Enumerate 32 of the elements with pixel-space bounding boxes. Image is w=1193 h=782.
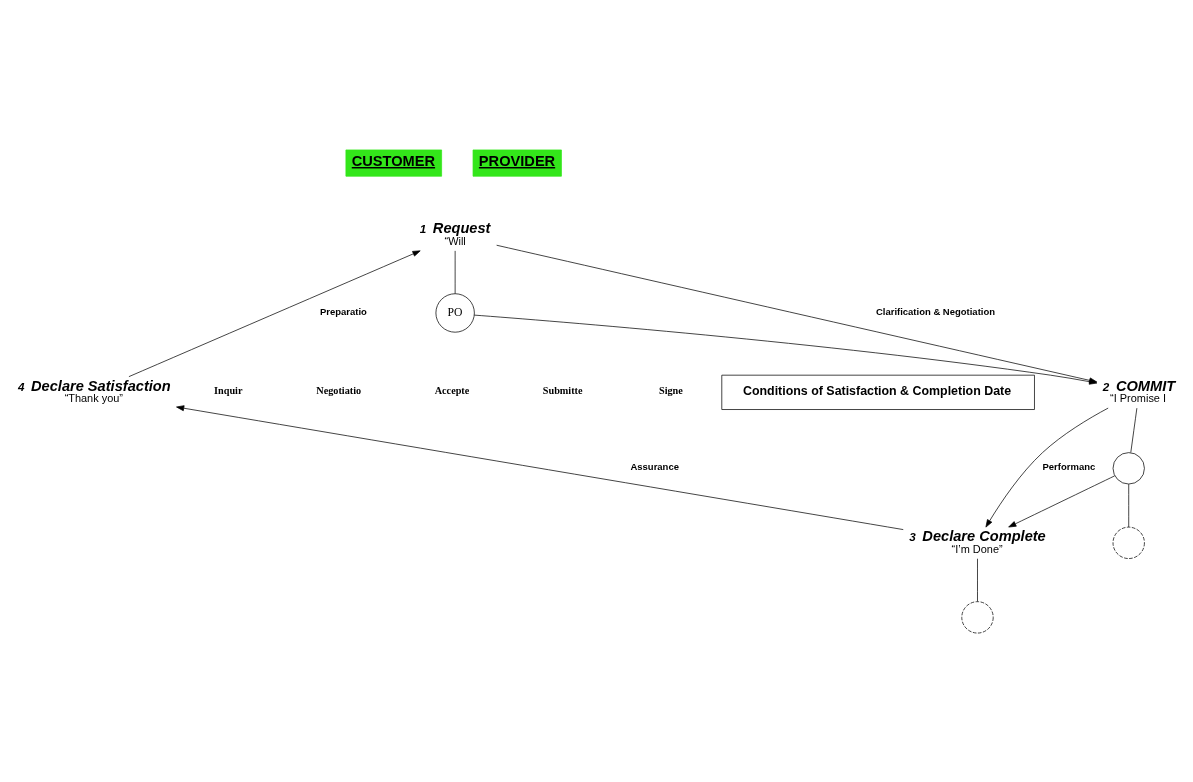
node-text: Declare Satisfaction “Thank you”: [31, 377, 171, 404]
node-circle: [1112, 451, 1145, 484]
connector: [1128, 483, 1130, 527]
node-circle: PO: [435, 292, 475, 333]
node-circle: [1112, 526, 1145, 559]
arrow: [128, 250, 421, 377]
node-box: PROVIDER: [472, 149, 562, 177]
connector: [1130, 407, 1138, 453]
edge-label: Preparatio: [319, 305, 367, 317]
arrow: [176, 404, 904, 530]
connector: [977, 557, 978, 602]
node-label: 4: [17, 379, 25, 393]
label: Submitte: [542, 384, 583, 396]
node-label: 1: [419, 221, 427, 235]
arrow: [985, 407, 1109, 527]
connector: [454, 250, 456, 294]
node-text: Declare Complete “I’m Done”: [922, 527, 1046, 555]
node-text: COMMIT “I Promise I: [1110, 377, 1176, 404]
node-text: Request “Will: [432, 219, 491, 247]
edge-label: Assurance: [630, 460, 679, 472]
node-label: 3: [909, 529, 916, 543]
label: Accepte: [434, 384, 470, 396]
label: Negotiatio: [316, 384, 362, 396]
node-circle: [961, 600, 994, 633]
label: Signe: [658, 384, 683, 396]
label: Inquir: [214, 384, 243, 396]
edge-label: Clarification & Negotiation: [875, 305, 996, 317]
node-label: 2: [1102, 379, 1110, 393]
edge-label: Performanc: [1042, 460, 1096, 472]
node-box: Conditions of Satisfaction & Completion Date: [721, 374, 1035, 410]
node-box: CUSTOMER: [345, 149, 442, 177]
arrow: [1008, 474, 1116, 527]
